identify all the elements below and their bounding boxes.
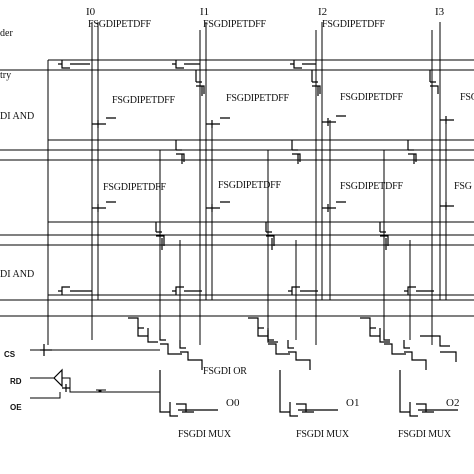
transistor-cells <box>58 60 454 295</box>
control-label-cs: CS <box>4 350 16 359</box>
dff-cell-r2c3: FSGDIPETDFF <box>340 92 403 103</box>
input-label-i0: I0 <box>86 6 96 18</box>
word-select-lines <box>47 59 474 345</box>
mux-label-2: FSGDI MUX <box>296 429 350 440</box>
decoder-label-line2: try <box>0 70 11 81</box>
dff-cell-r3c3: FSGDIPETDFF <box>340 181 403 192</box>
and-gate-label-top: DI AND <box>0 111 34 122</box>
dff-cell-r2c2: FSGDIPETDFF <box>226 93 289 104</box>
output-label-o2: O2 <box>446 397 459 409</box>
input-label-i2: I2 <box>318 6 327 18</box>
mux-label-1: FSGDI MUX <box>178 429 232 440</box>
dff-cell-r1c3: FSGDIPETDFF <box>322 19 385 30</box>
dff-cell-r3c2: FSGDIPETDFF <box>218 180 281 191</box>
buffer-icon <box>53 368 63 388</box>
control-label-rd: RD <box>10 377 22 386</box>
or-gate-label: FSGDI OR <box>203 366 247 377</box>
dff-cell-r1c1: FSGDIPETDFF <box>88 19 151 30</box>
mux-label-3: FSGDI MUX <box>398 429 452 440</box>
input-label-i1: I1 <box>200 6 209 18</box>
input-label-i3: I3 <box>435 6 445 18</box>
control-label-oe: OE <box>10 403 22 412</box>
dff-cell-r3c4: FSG <box>454 181 472 192</box>
dff-cell-r3c1: FSGDIPETDFF <box>103 182 166 193</box>
dff-cell-r2c4: FSG <box>460 92 474 103</box>
dff-cell-r2c1: FSGDIPETDFF <box>112 95 175 106</box>
row-wires <box>0 69 474 317</box>
output-mux-stubs <box>159 370 458 417</box>
decoder-label-line1: der <box>0 28 13 39</box>
or-gate-network <box>128 317 457 370</box>
output-label-o0: O0 <box>226 397 240 409</box>
output-label-o1: O1 <box>346 397 359 409</box>
control-logic <box>30 344 160 399</box>
and-gate-label-bottom: DI AND <box>0 269 34 280</box>
dff-cell-r1c2: FSGDIPETDFF <box>203 19 266 30</box>
